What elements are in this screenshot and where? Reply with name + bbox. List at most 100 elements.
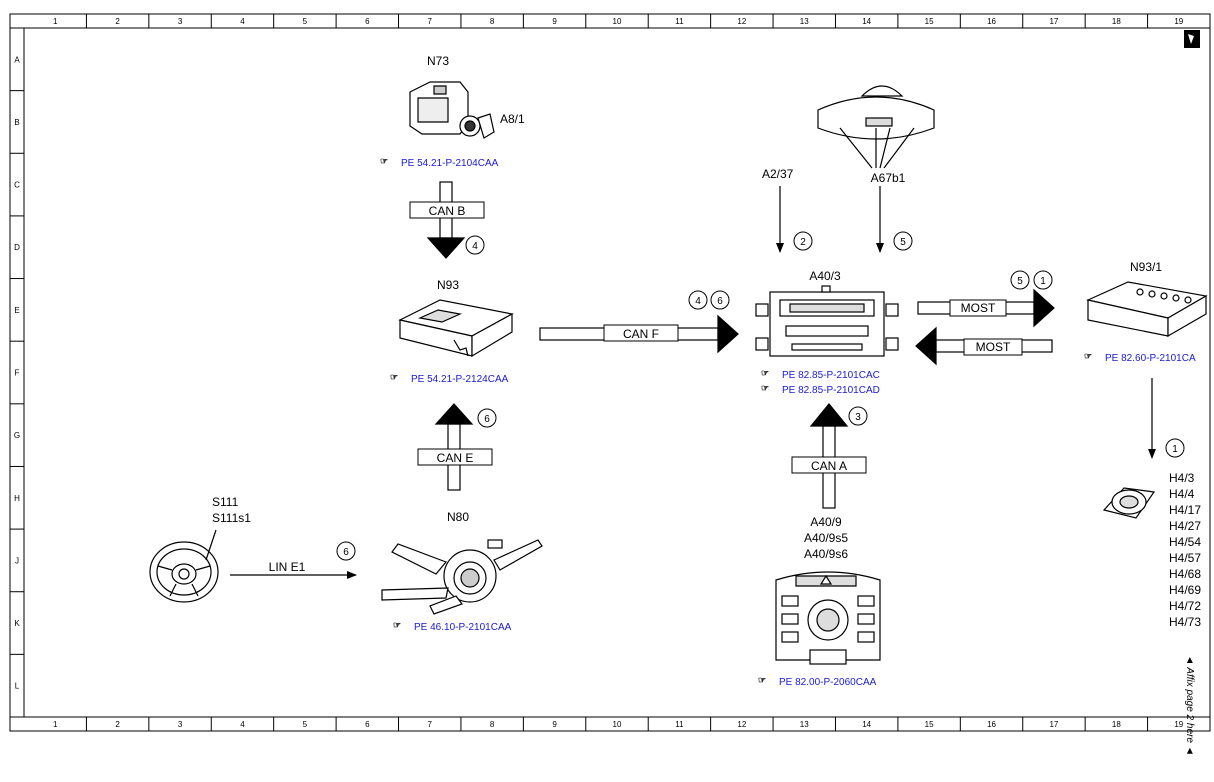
grid-column-label: 16 [987,17,996,26]
marker-3: 3 [848,406,868,426]
marker-5-a67b1: 5 [893,231,913,251]
a67b1-label: A67b1 [871,171,906,185]
grid-column-label: 5 [303,720,308,729]
svg-text:PE 82.00-P-2060CAA: PE 82.00-P-2060CAA [779,677,877,688]
marker-4-n93: 4 [465,235,485,255]
svg-text:☞: ☞ [393,620,401,630]
svg-text:PE 54.21-P-2124CAA: PE 54.21-P-2124CAA [411,374,509,385]
grid-column-label: 4 [240,17,245,26]
marker-6-canf: 6 [710,290,730,310]
grid-column-label: 18 [1112,17,1121,26]
grid-row-label: C [14,181,20,190]
can-f-label: CAN F [623,327,659,341]
grid-column-label: 18 [1112,720,1121,729]
can-b-label: CAN B [429,204,466,218]
steering-column-module-icon [381,539,543,615]
speaker-code: H4/68 [1169,567,1201,581]
grid-column-label: 12 [737,17,746,26]
grid-column-label: 12 [737,720,746,729]
a2-37-label: A2/37 [762,167,794,181]
speaker-list: H4/3H4/4H4/17H4/27H4/54H4/57H4/68H4/69H4… [1169,471,1201,629]
speaker-code: H4/3 [1169,471,1195,485]
s111-label: S111 [212,495,239,509]
svg-text:6: 6 [717,296,723,307]
grid-column-label: 14 [862,720,871,729]
svg-text:PE 46.10-P-2101CAA: PE 46.10-P-2101CAA [414,622,512,633]
svg-text:PE 82.85-P-2101CAD: PE 82.85-P-2101CAD [782,385,880,396]
svg-text:☞: ☞ [758,675,766,685]
control-unit-n93-icon [398,299,514,358]
can-a-label: CAN A [811,459,847,473]
svg-text:☞: ☞ [390,372,398,382]
grid-row-label: B [14,118,19,127]
most-out-label: MOST [961,301,996,315]
marker-5-most: 5 [1010,270,1030,290]
page-corner-icon [1184,30,1200,48]
grid-column-label: 17 [1049,720,1058,729]
speaker-code: H4/54 [1169,535,1201,549]
grid-row-label: A [14,55,20,64]
head-unit-icon [755,285,899,357]
speaker-icon [1102,487,1156,519]
n93-1-ref: ☞ PE 82.60-P-2101CA [1084,351,1196,364]
grid-row-label: J [15,556,19,565]
grid-column-label: 19 [1174,720,1183,729]
grid-column-label: 6 [365,17,370,26]
marker-6-lin: 6 [336,541,356,561]
speaker-code: H4/73 [1169,615,1201,629]
n80-label: N80 [447,510,469,524]
grid-column-label: 7 [428,17,433,26]
marker-4-canf: 4 [688,290,708,310]
grid-column-label: 16 [987,720,996,729]
most-in-label: MOST [976,340,1011,354]
can-b-box [409,201,485,219]
affix-note: ◄ Affix page 2 here ◄ [1184,655,1195,756]
column-ticks: 1122334455667788991010111112121313141415… [53,14,1211,731]
grid-column-label: 17 [1049,17,1058,26]
marker-6-n80: 6 [477,408,497,428]
grid-column-label: 3 [178,17,183,26]
marker-2: 2 [793,231,813,251]
grid-row-label: H [14,494,20,503]
can-a-box [791,456,867,474]
svg-text:6: 6 [484,414,490,425]
svg-text:☞: ☞ [1084,351,1092,361]
n80-ref: ☞ PE 46.10-P-2101CAA [393,620,512,633]
grid-column-label: 10 [613,720,622,729]
grid-column-label: 2 [115,17,120,26]
rearview-mirror-icon [817,85,935,169]
svg-text:5: 5 [1017,276,1023,287]
svg-text:4: 4 [472,241,478,252]
grid-row-label: D [14,243,20,252]
grid-column-label: 1 [53,17,58,26]
a8-1-label: A8/1 [500,112,525,126]
svg-text:PE 82.85-P-2101CAC: PE 82.85-P-2101CAC [782,370,880,381]
svg-text:1: 1 [1040,276,1046,287]
grid-row-label: E [14,306,19,315]
speaker-code: H4/4 [1169,487,1195,501]
grid-column-label: 2 [115,720,120,729]
lin-e1-label: LIN E1 [269,560,306,574]
svg-text:☞: ☞ [761,383,769,393]
can-a-arrow [809,403,849,509]
speaker-code: H4/27 [1169,519,1201,533]
grid-column-label: 14 [862,17,871,26]
n93-label: N93 [437,278,459,292]
grid-column-label: 13 [800,720,809,729]
most-in-box [963,338,1023,356]
grid-column-label: 6 [365,720,370,729]
svg-text:☞: ☞ [380,156,388,166]
grid-column-label: 19 [1174,17,1183,26]
a40-9-ref: ☞ PE 82.00-P-2060CAA [758,675,877,688]
grid-row-label: L [15,682,20,691]
a40-3-ref-1: ☞ PE 82.85-P-2101CAC [761,368,880,381]
marker-1-most: 1 [1033,270,1053,290]
n73-ref: ☞ PE 54.21-P-2104CAA [380,156,499,169]
grid-column-label: 9 [552,17,557,26]
svg-text:2: 2 [800,237,806,248]
grid-column-label: 7 [428,720,433,729]
grid-column-label: 11 [675,720,684,729]
svg-text:6: 6 [343,547,349,558]
can-e-label: CAN E [437,451,474,465]
